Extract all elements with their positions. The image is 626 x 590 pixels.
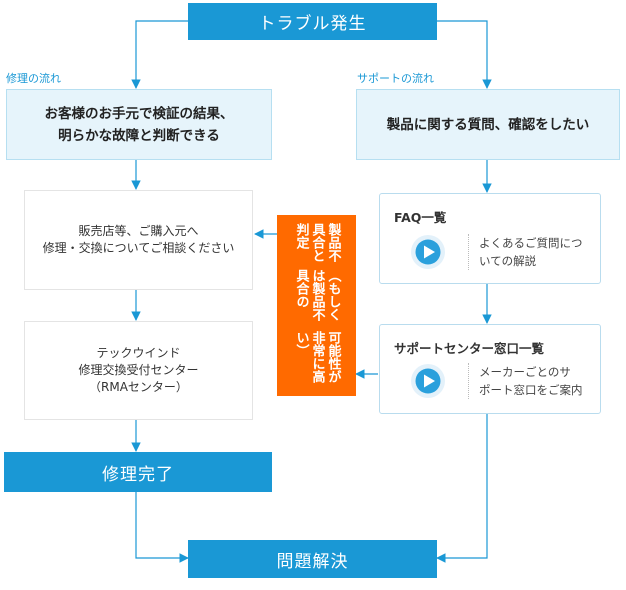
- rma-box: テックウインド 修理交換受付センター （RMAセンター）: [24, 321, 253, 420]
- arrow-start-to-right: [437, 20, 492, 89]
- faq-card[interactable]: FAQ一覧 よくあるご質問につ いての解説: [379, 193, 601, 284]
- defect-box: 製品不具合と判定 （もしくは製品不具合の 可能性が非常に高い）: [277, 215, 356, 396]
- defect-line2: （もしくは製品不具合の: [293, 268, 341, 321]
- judgement-line1: お客様のお手元で検証の結果、: [44, 105, 234, 122]
- right-flow-label: サポートの流れ: [357, 72, 434, 85]
- support-desc-line1: メーカーごとのサ: [479, 365, 571, 379]
- consult-line2: 修理・交換についてご相談ください: [42, 241, 235, 255]
- end-label: 問題解決: [276, 551, 349, 572]
- faq-title[interactable]: FAQ一覧: [394, 210, 447, 225]
- rma-line3: （RMAセンター）: [89, 380, 188, 394]
- judgement-line2: 明らかな故障と判断できる: [58, 127, 220, 144]
- play-circle-icon: [410, 234, 446, 270]
- rma-line1: テックウインド: [96, 346, 181, 360]
- judgement-box: お客様のお手元で検証の結果、 明らかな故障と判断できる: [6, 89, 272, 160]
- start-label: トラブル発生: [258, 14, 367, 34]
- support-desc-line2: ポート窓口をご案内: [479, 383, 583, 397]
- consult-line1: 販売店等、ご購入元へ: [78, 224, 199, 238]
- question-box: 製品に関する質問、確認をしたい: [356, 89, 620, 160]
- faq-desc-line2: いての解説: [479, 254, 537, 268]
- support-desc: メーカーごとのサ ポート窓口をご案内: [468, 363, 583, 399]
- faq-desc: よくあるご質問につ いての解説: [468, 234, 583, 270]
- question-label: 製品に関する質問、確認をしたい: [386, 116, 590, 133]
- faq-desc-line1: よくあるご質問につ: [479, 236, 583, 250]
- defect-line1: 製品不具合と判定: [293, 223, 341, 262]
- support-card[interactable]: サポートセンター窓口一覧 メーカーごとのサ ポート窓口をご案内: [379, 324, 601, 414]
- left-flow-label: 修理の流れ: [6, 72, 61, 85]
- arrow-done-to-end: [135, 492, 189, 563]
- done-label: 修理完了: [102, 464, 174, 485]
- play-circle-icon: [410, 363, 446, 399]
- consult-box: 販売店等、ご購入元へ 修理・交換についてご相談ください: [24, 190, 253, 290]
- done-box: 修理完了: [4, 452, 272, 492]
- arrow-start-to-left: [131, 20, 188, 89]
- rma-line2: 修理交換受付センター: [78, 363, 199, 377]
- end-box: 問題解決: [188, 540, 437, 578]
- support-title[interactable]: サポートセンター窓口一覧: [394, 341, 545, 356]
- arrow-support-to-end: [436, 414, 488, 563]
- start-box: トラブル発生: [188, 3, 437, 40]
- defect-line3: 可能性が非常に高い）: [293, 331, 341, 384]
